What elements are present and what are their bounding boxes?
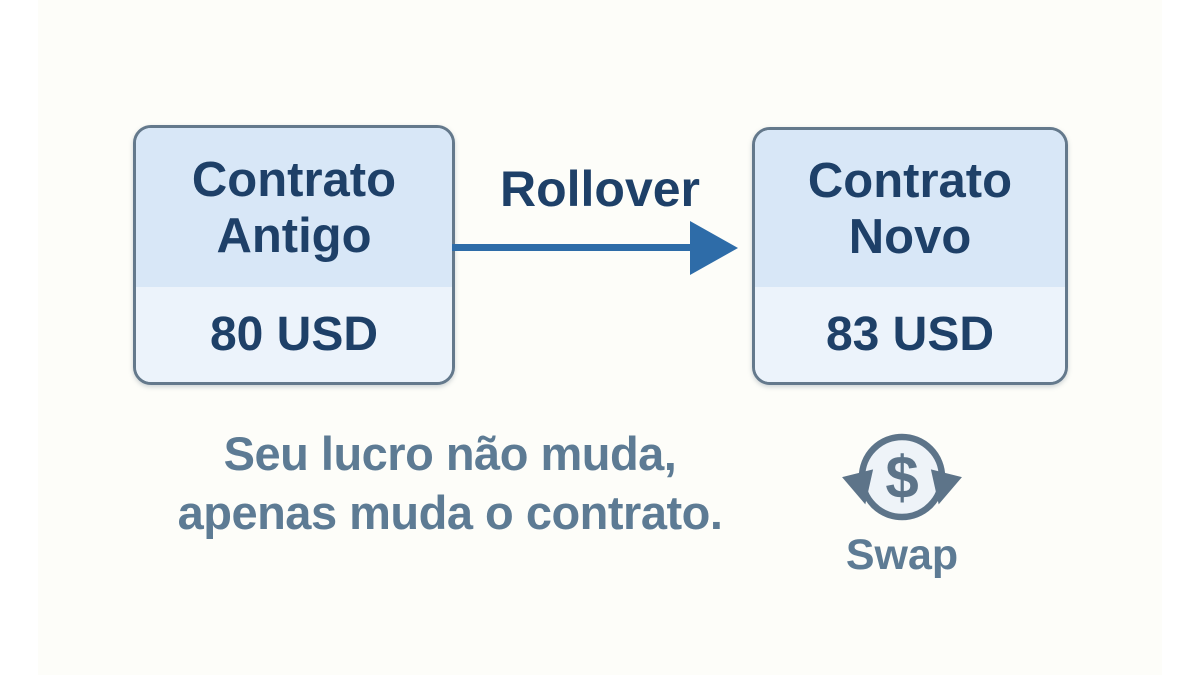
- swap-icon-svg: $: [842, 433, 962, 521]
- swap-label: Swap: [845, 531, 959, 579]
- caption-line-2: apenas muda o contrato.: [177, 486, 723, 539]
- rollover-arrow-label: Rollover: [499, 161, 701, 217]
- caption-line-1: Seu lucro não muda,: [223, 427, 677, 480]
- new-contract-card: Contrato Novo 83 USD: [752, 127, 1068, 385]
- right-margin-strip: [1162, 0, 1200, 675]
- old-contract-card: Contrato Antigo 80 USD: [133, 125, 455, 385]
- caption-text: Seu lucro não muda, apenas muda o contra…: [100, 424, 800, 542]
- new-contract-title: Contrato Novo: [755, 130, 1065, 287]
- dollar-symbol: $: [885, 444, 918, 511]
- left-margin-strip: [0, 0, 38, 675]
- old-contract-title: Contrato Antigo: [136, 128, 452, 287]
- rollover-arrow-line: [452, 244, 692, 251]
- old-contract-value: 80 USD: [136, 287, 452, 382]
- dollar-swap-cycle-icon: $: [842, 417, 962, 537]
- rollover-arrow-head-icon: [690, 221, 738, 275]
- new-contract-value: 83 USD: [755, 287, 1065, 382]
